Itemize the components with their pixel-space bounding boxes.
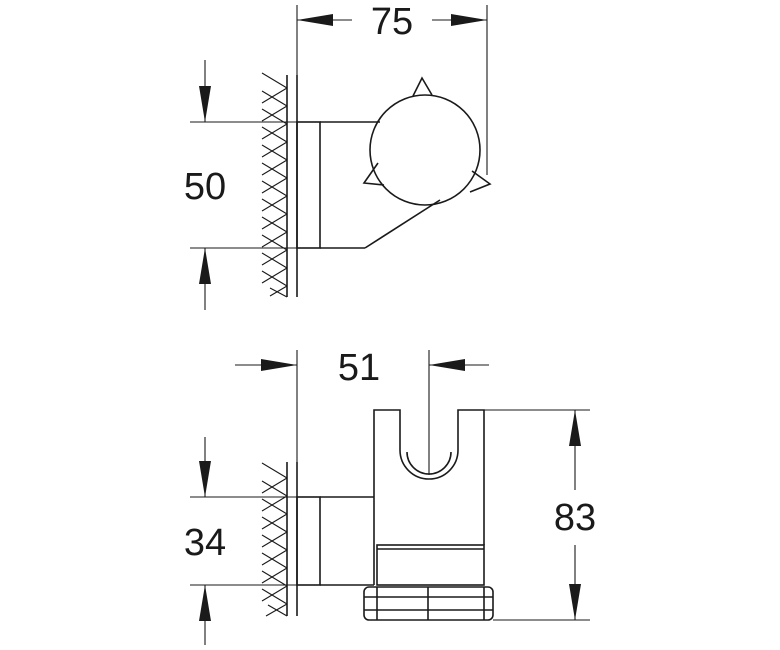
- wall-front: [261, 462, 298, 617]
- wall-hatch-front: [261, 462, 288, 617]
- dim-83: 83: [484, 409, 596, 621]
- dim-label-51: 51: [338, 347, 380, 389]
- dim-label-50: 50: [184, 166, 226, 208]
- dim-75: 75: [296, 1, 488, 175]
- dim-34: 34: [184, 437, 297, 645]
- dim-label-34: 34: [184, 522, 226, 564]
- knob-top: [362, 76, 492, 206]
- front-view: 51 34 83: [184, 347, 596, 645]
- wall-top: [261, 72, 298, 298]
- holder-body-front: [296, 409, 485, 586]
- dim-51: 51: [235, 347, 489, 462]
- dim-label-83: 83: [554, 497, 596, 539]
- dim-label-75: 75: [371, 1, 413, 43]
- wall-hatch-top: [261, 72, 288, 298]
- dim-50: 50: [184, 60, 297, 310]
- holder-body-top: [296, 121, 441, 249]
- nut-front: [363, 586, 494, 621]
- top-view: 75 50: [184, 1, 492, 310]
